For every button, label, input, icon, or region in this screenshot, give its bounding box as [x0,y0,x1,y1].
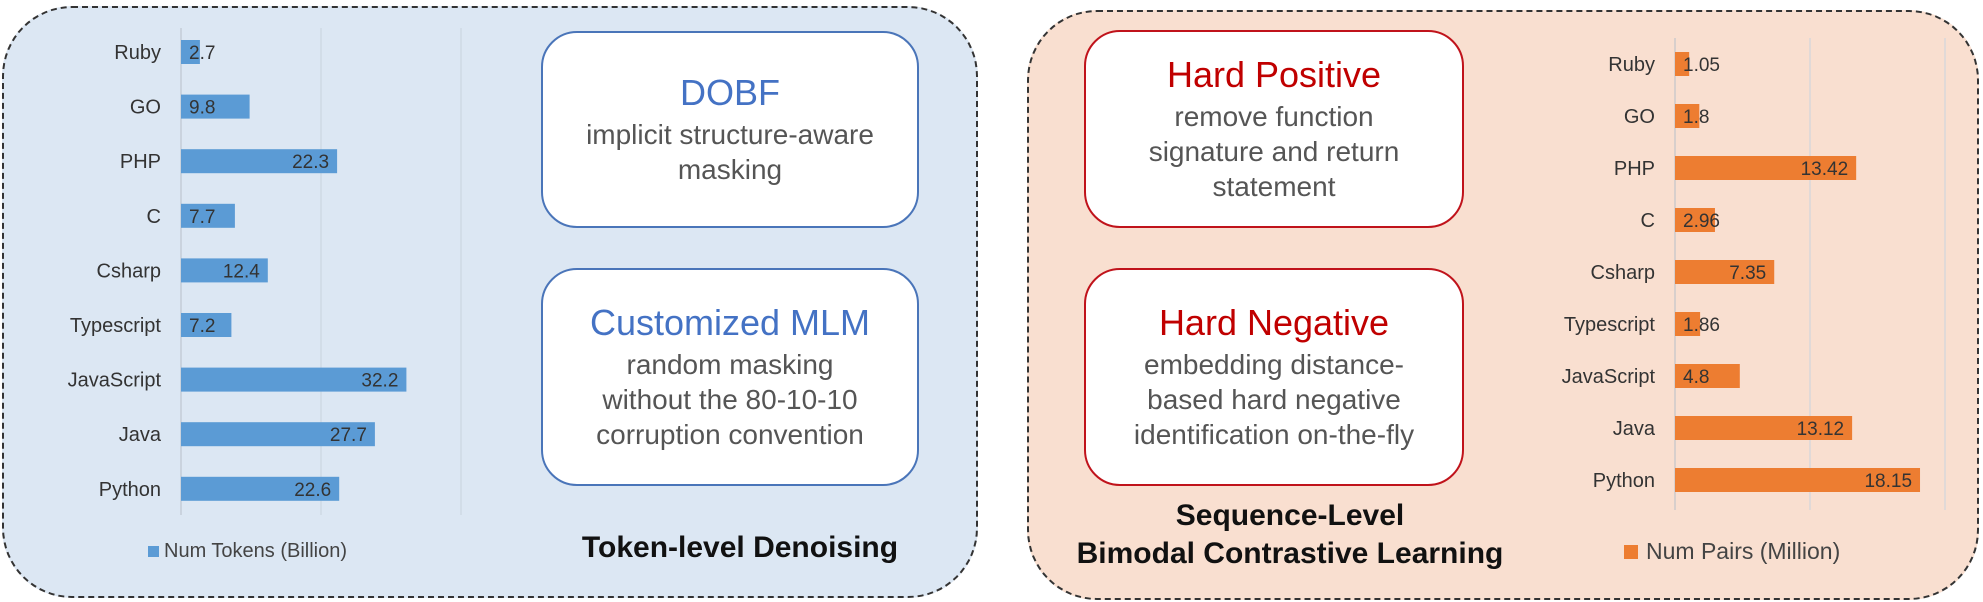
pairs-value-label: 18.15 [1864,471,1912,492]
pairs-category-label: GO [1624,106,1655,128]
tokens-category-label: GO [130,97,161,119]
pairs-bar [1675,468,1921,492]
dobf-desc: implicit structure-aware masking [586,118,874,185]
pairs-category-label: Typescript [1564,314,1656,336]
pairs-bar [1675,156,1857,180]
pairs-bar [1675,260,1775,284]
pairs-value-label: 1.86 [1683,315,1720,336]
contrastive-caption-line2: Bimodal Contrastive Learning [1076,537,1504,570]
tokens-legend: Num Tokens (Billion) [148,540,347,563]
pairs-bar [1675,364,1740,388]
contrastive-caption: Sequence-Level Bimodal Contrastive Learn… [1040,497,1540,573]
tokens-legend-label: Num Tokens (Billion) [164,540,348,562]
pairs-category-label: Csharp [1591,262,1655,284]
pairs-legend: Num Pairs (Million) [1624,538,1840,565]
tokens-category-label: C [147,206,161,228]
pairs-legend-swatch [1624,544,1638,559]
tokens-category-label: PHP [120,151,161,173]
pairs-legend-label: Num Pairs (Million) [1646,538,1841,564]
tokens-bar [181,476,340,501]
pairs-category-label: JavaScript [1562,366,1656,388]
tokens-legend-swatch [148,546,159,557]
pairs-category-label: Ruby [1608,54,1655,76]
pairs-category-label: PHP [1614,158,1655,180]
tokens-bar [181,422,375,447]
tokens-value-label: 12.4 [223,261,260,282]
tokens-bar [181,313,232,337]
tokens-category-label: Java [119,424,162,446]
hard-positive-card: Hard Positive remove function signature … [1084,30,1464,228]
tokens-category-label: Python [99,479,161,501]
tokens-category-label: JavaScript [68,370,162,392]
customized-mlm-title: Customized MLM [589,301,871,343]
pairs-value-label: 1.05 [1683,55,1720,76]
hard-negative-title: Hard Negative [1158,301,1390,343]
pairs-value-label: 13.12 [1797,419,1845,440]
tokens-value-label: 7.7 [189,207,215,228]
contrastive-caption-line1: Sequence-Level [1175,499,1405,532]
tokens-bar [181,149,338,174]
pairs-value-label: 7.35 [1729,263,1766,284]
tokens-category-label: Csharp [97,260,161,282]
hard-negative-card: Hard Negative embedding distance- based … [1084,268,1464,486]
tokens-value-label: 22.6 [294,480,331,501]
tokens-value-label: 7.2 [189,316,215,337]
hard-positive-title: Hard Positive [1166,53,1382,95]
dobf-title: DOBF [679,71,780,113]
pairs-value-label: 13.42 [1801,159,1849,180]
tokens-bar [181,40,200,64]
tokens-value-label: 9.8 [189,98,215,119]
pairs-bar [1675,208,1715,232]
pairs-category-label: Java [1613,418,1656,440]
pairs-value-label: 1.8 [1683,107,1709,128]
pairs-bar [1675,312,1701,336]
pairs-value-label: 4.8 [1683,367,1709,388]
tokens-value-label: 32.2 [361,371,398,392]
pairs-value-label: 2.96 [1683,211,1720,232]
tokens-bar [181,258,268,283]
token-level-caption: Token-level Denoising [581,531,899,564]
tokens-value-label: 22.3 [292,152,329,173]
tokens-value-label: 27.7 [330,425,367,446]
pairs-category-label: C [1641,210,1655,232]
tokens-value-label: 2.7 [189,43,215,64]
pairs-category-label: Python [1593,470,1655,492]
tokens-category-label: Ruby [114,42,161,64]
customized-mlm-desc: random masking without the 80-10-10 corr… [596,348,864,450]
pairs-bar [1675,416,1853,440]
hard-negative-desc: embedding distance- based hard negative … [1133,348,1415,450]
tokens-bar [181,367,407,392]
dobf-card: DOBF implicit structure-aware masking [541,31,919,228]
pairs-bar [1675,52,1690,76]
customized-mlm-card: Customized MLM random masking without th… [541,268,919,486]
hard-positive-desc: remove function signature and return sta… [1148,100,1400,202]
tokens-bar [181,203,235,228]
pairs-bar [1675,104,1700,128]
tokens-category-label: Typescript [70,315,162,337]
tokens-bar [181,94,250,119]
